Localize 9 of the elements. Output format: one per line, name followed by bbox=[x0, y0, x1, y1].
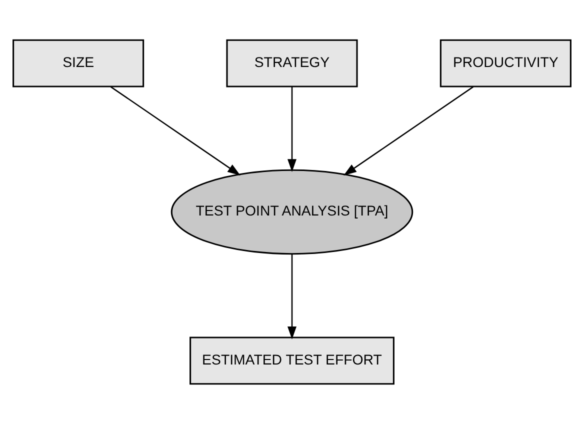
node-box: STRATEGY bbox=[226, 39, 358, 88]
arrow bbox=[287, 86, 297, 172]
arrow bbox=[287, 254, 297, 340]
arrow bbox=[344, 86, 474, 176]
node-box: SIZE bbox=[12, 39, 144, 88]
node-box: PRODUCTIVITY bbox=[440, 39, 572, 88]
arrow bbox=[110, 86, 240, 176]
node-ellipse: TEST POINT ANALYSIS [TPA] bbox=[170, 169, 414, 255]
node-box: ESTIMATED TEST EFFORT bbox=[190, 336, 394, 385]
